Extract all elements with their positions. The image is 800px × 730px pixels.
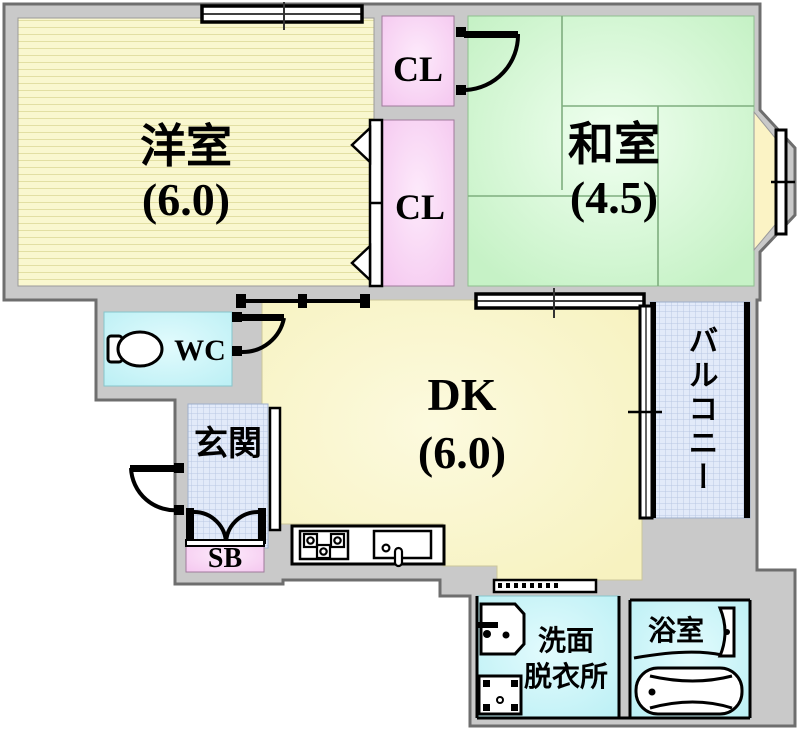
washroom-door-dots (498, 583, 558, 588)
room-balcony: バルコニー (649, 301, 751, 519)
washroom-label-1: 洗面 (538, 625, 594, 657)
room-wc: WC (103, 311, 233, 387)
kitchen-counter (290, 524, 446, 568)
balcony-label: バルコニー (684, 325, 718, 495)
entry-double-door[interactable] (185, 508, 266, 547)
wc-label: WC (174, 334, 226, 367)
room-bathroom: 浴室 (629, 599, 751, 719)
closet-main-floor (381, 119, 455, 287)
washroom-label-2: 脱衣所 (524, 660, 608, 693)
washing-machine-pan (477, 674, 523, 716)
closet-upper-floor (381, 15, 455, 107)
toilet-fixture (106, 330, 164, 368)
wall-outlines (475, 596, 752, 720)
fusuma-washitsu-dk[interactable] (474, 288, 646, 318)
genkan-dk-partition (268, 406, 282, 532)
closet-main-label: CL (395, 187, 445, 227)
washitsu-label: 和室 (568, 119, 660, 170)
washitsu-floor (467, 15, 755, 287)
closet-door-folding[interactable] (350, 118, 384, 288)
room-genkan: 玄関 (187, 403, 269, 549)
room-dk: DK (6.0) (261, 299, 643, 581)
washroom-door[interactable] (492, 578, 598, 594)
genkan-floor (187, 403, 269, 549)
tatami-joints (468, 16, 754, 286)
kitchen-sink[interactable] (372, 529, 433, 568)
yoshitsu-floor (17, 17, 375, 287)
dk-label: DK (428, 369, 497, 420)
balcony-sliding-door[interactable] (628, 304, 662, 520)
bay-window-washitsu-east (753, 110, 795, 252)
shoebox-label: SB (208, 543, 242, 574)
bathroom-partition (633, 650, 723, 660)
window-yoshitsu-north[interactable] (200, 2, 364, 30)
room-closet-upper: CL (381, 15, 455, 107)
room-washroom: 洗面 脱衣所 (476, 595, 620, 719)
room-washitsu: 和室 (4.5) (467, 15, 755, 287)
genkan-inner-door[interactable] (129, 463, 184, 515)
wc-door[interactable] (232, 312, 286, 356)
bathtub (634, 666, 744, 716)
yoshitsu-label: 洋室 (140, 121, 232, 172)
genkan-label-1: 玄関 (194, 425, 262, 463)
dk-size-label: (6.0) (418, 427, 506, 478)
yoshitsu-size-label: (6.0) (142, 174, 230, 225)
bathroom-door[interactable] (717, 606, 736, 658)
balcony-rail-right (744, 302, 750, 518)
closet-upper-label: CL (393, 49, 443, 89)
vanity-sink (476, 602, 526, 656)
three-burner-stove[interactable] (298, 529, 350, 561)
room-yoshitsu: 洋室 (6.0) (17, 17, 375, 287)
washitsu-size-label: (4.5) (570, 172, 658, 223)
bathroom-label: 浴室 (648, 614, 704, 647)
closet-door-upper[interactable] (456, 27, 521, 95)
room-closet-main: CL (381, 119, 455, 287)
hallway-rail (236, 294, 370, 308)
